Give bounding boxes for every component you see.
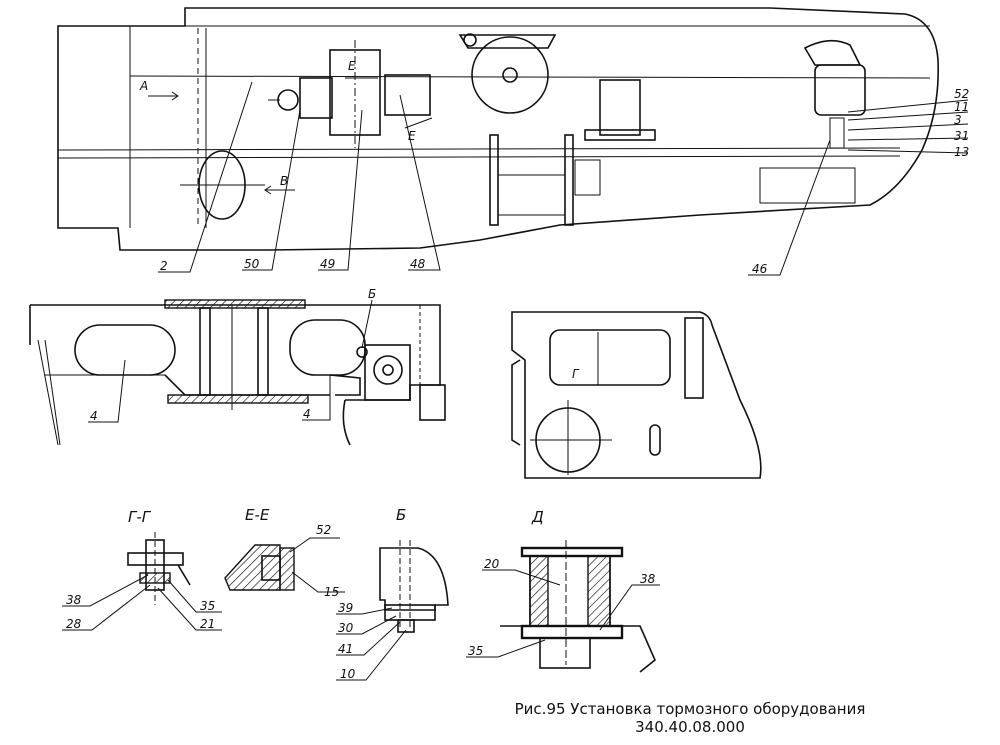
arrow-e-label-2: Е — [408, 129, 416, 143]
callout-4-right: 4 — [303, 407, 311, 421]
callout-52: 52 — [954, 87, 969, 101]
callout-49: 49 — [320, 257, 335, 271]
arrow-e-label-1: Е — [348, 59, 356, 73]
callout-2: 2 — [160, 259, 168, 273]
section-e-e — [224, 537, 345, 593]
side-view — [511, 311, 762, 479]
section-b-title: Б — [396, 506, 406, 524]
middle-section-view — [29, 299, 446, 446]
callout-3: 3 — [954, 113, 962, 127]
callout-b-10: 10 — [340, 667, 356, 681]
callout-4-left: 4 — [90, 409, 98, 423]
callout-b-39: 39 — [338, 601, 353, 615]
callout-d-38: 38 — [640, 572, 656, 586]
callout-e-15: 15 — [324, 585, 339, 599]
section-e-e-title: Е-Е — [245, 506, 270, 524]
caption-code: 340.40.08.000 — [635, 718, 745, 736]
callout-48: 48 — [410, 257, 426, 271]
section-g-g-title: Г-Г — [128, 508, 152, 526]
callout-g-21: 21 — [200, 617, 215, 631]
callout-b-30: 30 — [338, 621, 354, 635]
top-frame-view — [57, 7, 939, 251]
top-view-leaders — [148, 77, 969, 276]
callout-g-35: 35 — [200, 599, 215, 613]
callout-b-41: 41 — [338, 642, 353, 656]
section-d — [466, 540, 660, 673]
caption-title: Рис.95 Установка тормозного оборудования — [514, 700, 866, 718]
arrow-v-label: В — [280, 174, 288, 188]
side-mark-g: Г — [572, 367, 580, 381]
callout-13: 13 — [954, 145, 969, 159]
arrow-a-label: А — [139, 79, 148, 93]
callout-g-28: 28 — [66, 617, 82, 631]
callout-g-38: 38 — [66, 593, 82, 607]
callout-e-52: 52 — [316, 523, 331, 537]
callout-d-35: 35 — [468, 644, 483, 658]
middle-view-leaders — [88, 299, 373, 423]
figure-caption: Рис.95 Установка тормозного оборудования… — [470, 700, 910, 736]
callout-31: 31 — [954, 129, 969, 143]
callout-b: Б — [368, 287, 376, 301]
callout-46: 46 — [752, 262, 768, 276]
callout-d-20: 20 — [484, 557, 500, 571]
section-g-g — [62, 532, 222, 631]
section-b — [336, 540, 449, 681]
section-d-title: Д — [531, 508, 544, 526]
callout-50: 50 — [244, 257, 260, 271]
callout-11: 11 — [954, 100, 969, 114]
